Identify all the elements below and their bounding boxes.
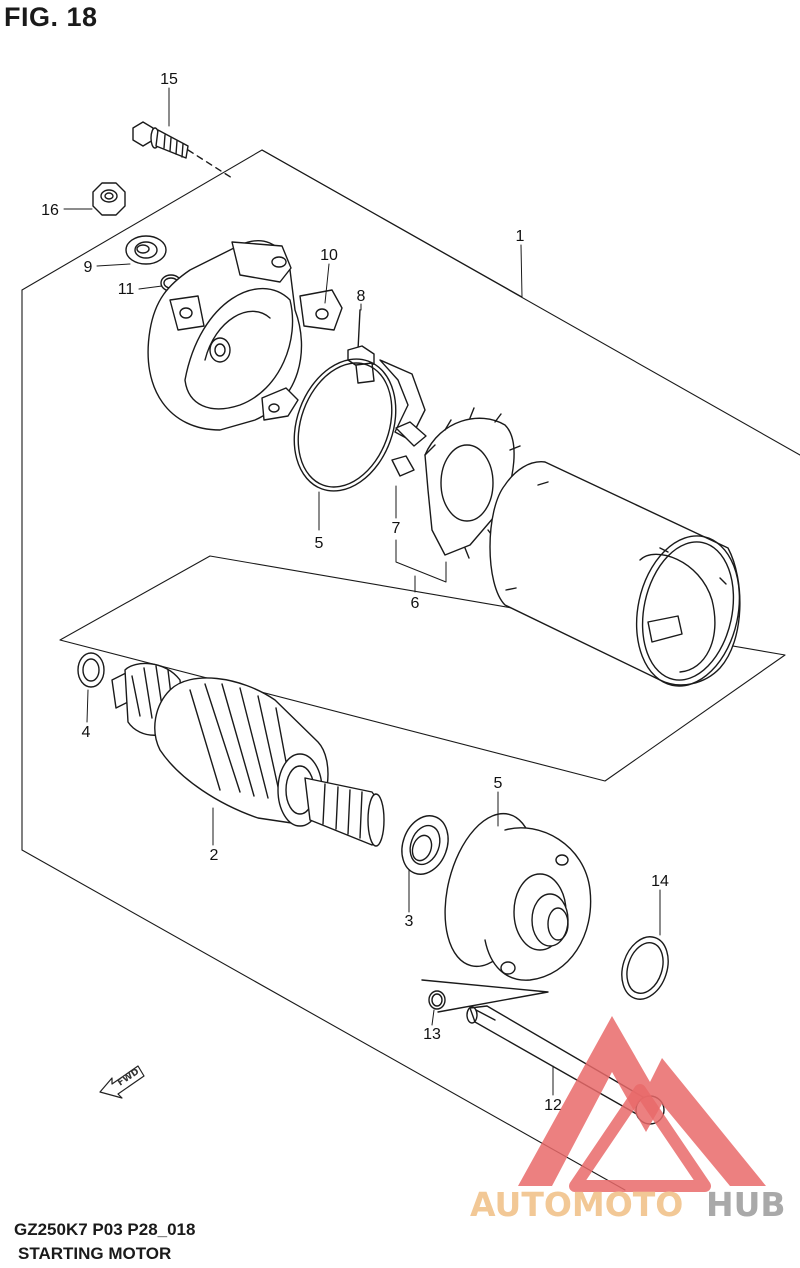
logo-word-part1: AUTOMOTO xyxy=(470,1185,683,1224)
callout-15: 15 xyxy=(160,71,178,88)
flange-bolt-part xyxy=(132,121,233,179)
logo-word-part2: HUB xyxy=(706,1185,786,1224)
large-o-ring-part xyxy=(293,358,397,492)
assembly-boundary xyxy=(21,149,800,1191)
callout-3: 3 xyxy=(405,913,414,930)
front-end-housing xyxy=(421,812,592,1013)
motor-yoke-part xyxy=(489,461,741,687)
callout-12: 12 xyxy=(544,1097,562,1114)
callout-labels: 15 16 9 11 10 8 1 5 7 6 4 2 3 5 14 13 12 xyxy=(41,71,669,1114)
callout-11: 11 xyxy=(118,281,135,298)
callout-8: 8 xyxy=(357,288,366,305)
rear-end-housing xyxy=(147,240,343,431)
callout-14: 14 xyxy=(651,873,669,890)
callout-6: 6 xyxy=(411,595,420,612)
callout-13: 13 xyxy=(423,1026,441,1043)
armature-part xyxy=(111,662,385,847)
callout-16: 16 xyxy=(41,202,59,219)
oil-seal-part xyxy=(125,235,167,265)
hex-nut-part xyxy=(92,182,126,216)
callout-9: 9 xyxy=(84,259,93,276)
gasket-ring-part xyxy=(621,936,669,1000)
leader-lines xyxy=(63,87,661,1096)
brush-holder-part xyxy=(379,359,523,559)
small-seal-ring-part xyxy=(428,990,446,1010)
callout-7: 7 xyxy=(392,520,401,537)
automotohub-logo: AUTOMOTO HUB xyxy=(470,1016,786,1224)
assembly-name: STARTING MOTOR xyxy=(18,1244,172,1263)
shaft-seal-part xyxy=(401,815,449,875)
callout-1: 1 xyxy=(516,228,525,245)
model-code: GZ250K7 P03 P28_018 xyxy=(14,1220,196,1239)
thrust-washer-part xyxy=(77,652,105,688)
forward-arrow-icon: FWD xyxy=(99,1065,145,1099)
callout-2: 2 xyxy=(210,847,219,864)
callout-10: 10 xyxy=(320,247,338,264)
callout-5-lower: 5 xyxy=(494,775,503,792)
figure-title: FIG. 18 xyxy=(4,2,98,32)
callout-5-upper: 5 xyxy=(315,535,324,552)
terminal-bolt-part xyxy=(347,309,375,384)
callout-4: 4 xyxy=(82,724,91,741)
